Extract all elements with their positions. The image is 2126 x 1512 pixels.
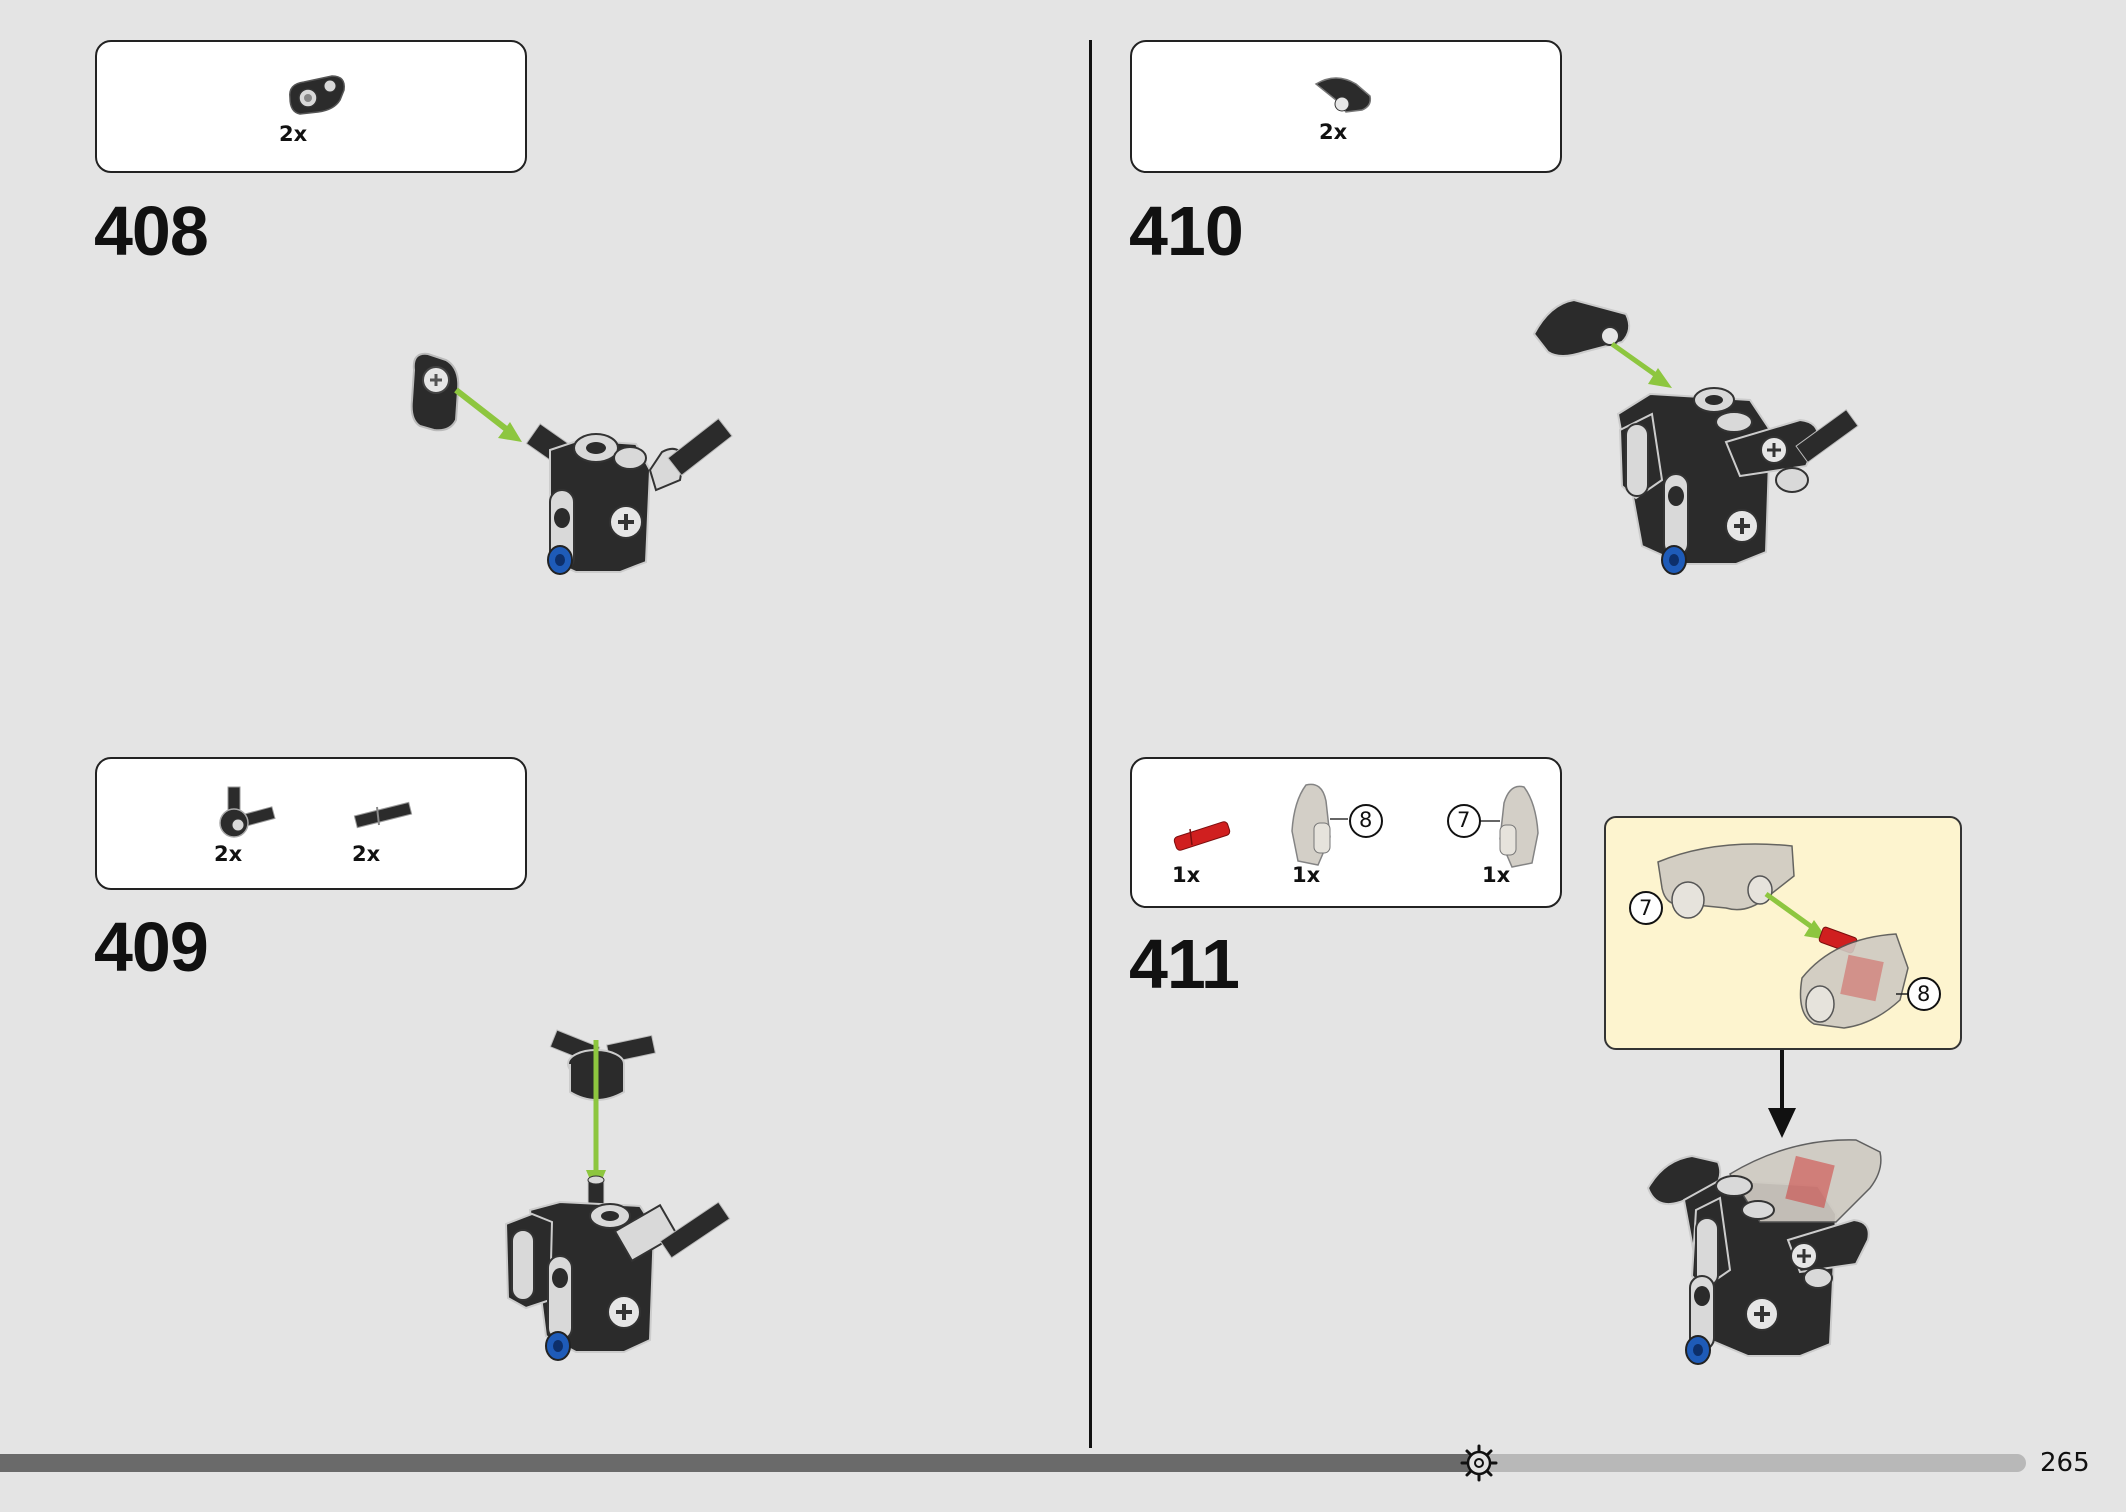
parts-list-411: 1x 8 1x 7 1x [1130, 757, 1562, 908]
gear-icon [1460, 1444, 1498, 1482]
axle-pin-part-icon [353, 801, 413, 829]
part-quantity: 2x [214, 842, 243, 866]
part-quantity: 1x [1482, 863, 1511, 887]
part-quantity: 1x [1172, 863, 1201, 887]
step-number-409: 409 [94, 908, 209, 986]
step-number-408: 408 [94, 192, 209, 270]
down-arrow-icon [1768, 1050, 1796, 1138]
callout-label-7: 7 [1639, 896, 1653, 920]
transparent-panel-part-icon [1480, 785, 1539, 868]
part-quantity: 2x [279, 122, 308, 146]
progress-fill [0, 1454, 1479, 1472]
progress-bar [0, 1454, 2026, 1472]
callout-assembly [1629, 843, 1941, 1029]
part-label: 8 [1359, 808, 1373, 832]
sub-assembly-callout: 7 8 [1604, 816, 1962, 1050]
assembly-410 [1532, 298, 1859, 575]
assembly-408 [410, 352, 733, 575]
angle-connector-part-icon [219, 786, 276, 838]
parts-list-408: 2x [95, 40, 527, 173]
page-divider [1089, 40, 1092, 1448]
assembly-411 [1646, 1139, 1882, 1365]
parts-list-410: 2x [1130, 40, 1562, 173]
step-number-411: 411 [1129, 925, 1240, 1003]
step-number-410: 410 [1129, 192, 1244, 270]
assembly-409 [504, 1029, 731, 1361]
callout-label-8: 8 [1917, 982, 1931, 1006]
part-quantity: 2x [352, 842, 381, 866]
callout-label-7 [1447, 804, 1481, 838]
page-number: 265 [2040, 1448, 2090, 1478]
parts-list-409: 2x 2x [95, 757, 527, 890]
part-quantity: 1x [1292, 863, 1321, 887]
curved-panel-part-icon [1314, 77, 1372, 113]
pin-connector-part-icon [289, 75, 345, 115]
part-quantity: 2x [1319, 120, 1348, 144]
red-axle-part-icon [1173, 821, 1231, 851]
transparent-panel-part-icon [1291, 783, 1348, 866]
callout-label-8 [1349, 804, 1383, 838]
part-label: 7 [1457, 808, 1471, 832]
